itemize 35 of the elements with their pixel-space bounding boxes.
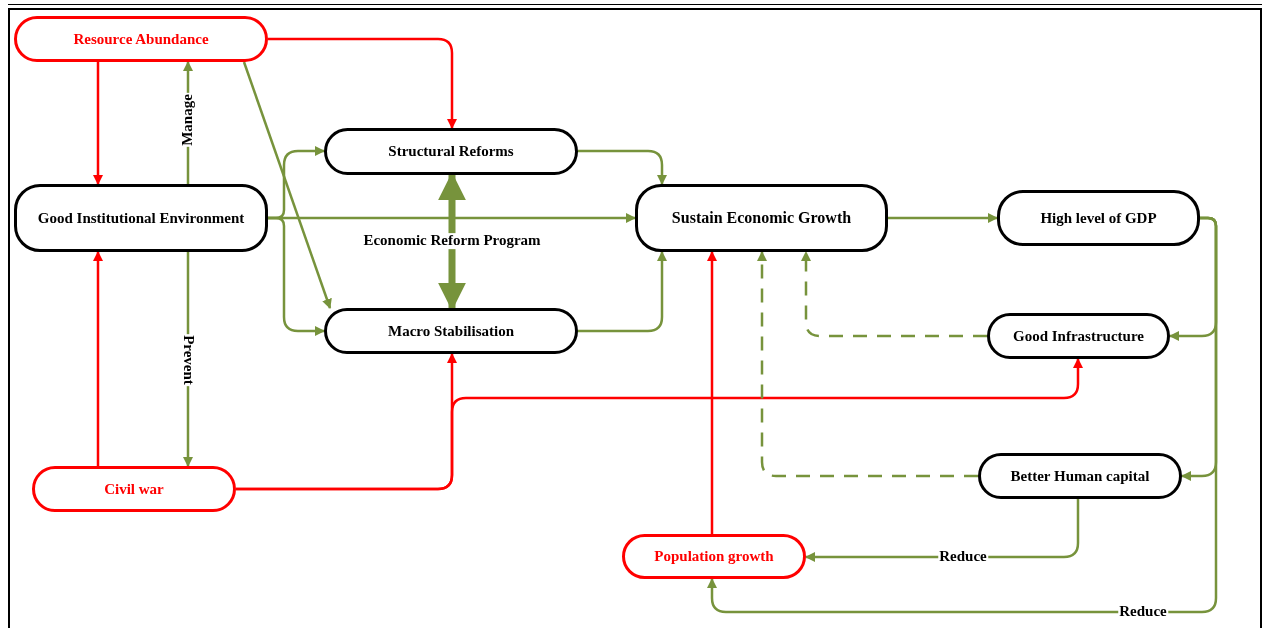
node-label: Good Institutional Environment <box>37 209 245 227</box>
node-label: Structural Reforms <box>388 143 514 160</box>
node-label: Civil war <box>104 480 164 498</box>
arrow <box>888 213 998 223</box>
arrow <box>578 149 667 185</box>
arrow <box>757 251 978 478</box>
edge-label: Economic Reform Program <box>362 233 542 249</box>
arrow <box>268 216 325 336</box>
edge-label: Manage <box>180 93 196 147</box>
rounded-process-box <box>997 190 1200 246</box>
rounded-process-box <box>14 16 268 62</box>
rounded-process-box <box>622 534 806 579</box>
rounded-process-box <box>324 308 578 354</box>
rounded-process-box <box>635 184 888 252</box>
arrow <box>93 62 103 185</box>
rounded-process-box <box>978 453 1182 499</box>
node-label: Population growth <box>654 548 774 565</box>
arrow <box>236 358 1083 491</box>
rounded-process-box <box>32 466 236 512</box>
arrow <box>242 61 332 309</box>
node-label: Macro Stabilisation <box>388 322 514 340</box>
node-label: High level of GDP <box>1040 209 1157 227</box>
arrow <box>801 251 987 338</box>
node-label: Sustain Economic Growth <box>671 209 852 227</box>
rounded-process-box <box>14 184 268 252</box>
rounded-process-box <box>987 313 1170 359</box>
arrow <box>268 37 457 129</box>
node-label: Better Human capital <box>1010 467 1150 485</box>
node-label: Resource Abundance <box>73 30 209 48</box>
arrow <box>93 251 103 466</box>
rounded-process-box <box>324 128 578 175</box>
arrow <box>578 251 667 333</box>
arrow <box>707 251 717 534</box>
arrow <box>707 216 1218 614</box>
node-label: Good Infrastructure <box>1013 327 1144 345</box>
